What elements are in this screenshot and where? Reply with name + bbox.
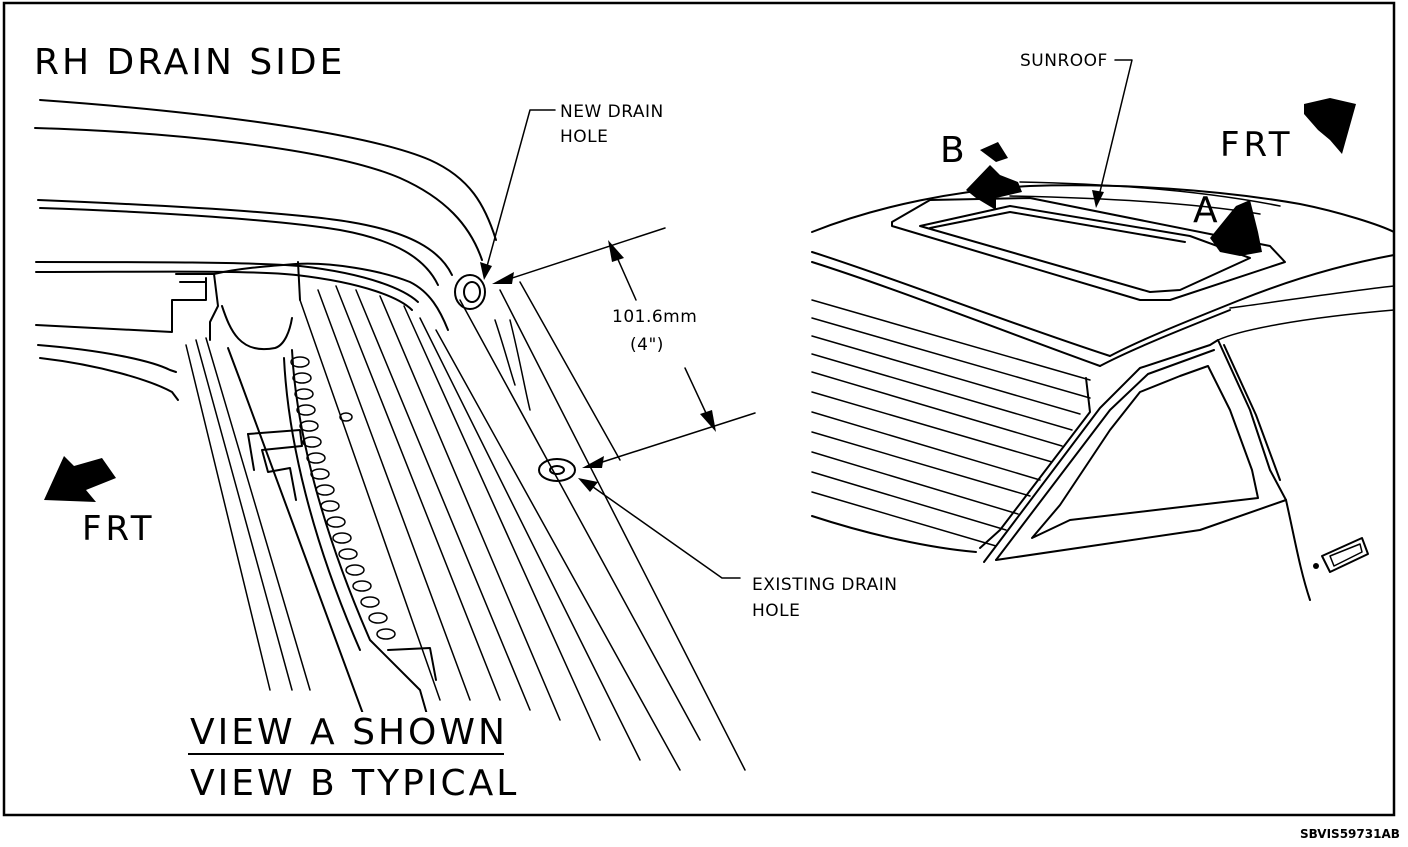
new-drain-hole-label-line1: NEW DRAIN [560,102,664,122]
front-label-left: FRT [82,509,155,549]
diagram-border [2,1,1396,817]
front-arrow-left [44,456,116,502]
sunroof-opening [891,197,1286,301]
view-a-label: A [1193,190,1221,231]
view-note-line2: VIEW B TYPICAL [190,763,519,804]
view-b-arrow [966,165,1022,210]
existing-drain-hole [538,458,576,482]
diagram-title: RH DRAIN SIDE [34,42,345,83]
small-hole [339,412,353,422]
existing-drain-hole-label-line2: HOLE [752,601,800,621]
rh-drain-detail-view [34,99,756,771]
view-b-label: B [940,130,968,171]
front-arrow-right [1304,98,1356,154]
view-note-line1: VIEW A SHOWN [190,712,508,753]
view-b-arrow-head [980,142,1008,162]
existing-drain-hole-label-line1: EXISTING DRAIN [752,575,897,595]
rear-window [811,299,1091,553]
car-roof-view [811,59,1395,601]
dimension-imperial-label: (4") [630,335,664,355]
figure-code: SBVIS59731AB [1300,827,1400,841]
front-label-right: FRT [1220,125,1293,165]
view-note: VIEW A SHOWN VIEW B TYPICAL [185,712,519,804]
dimension-metric-label: 101.6mm [612,307,697,327]
view-a-arrow [1210,200,1262,256]
sunroof-label: SUNROOF [1020,51,1108,71]
new-drain-hole-label-line2: HOLE [560,127,608,147]
door-handle [1313,537,1369,573]
new-drain-hole [454,274,486,310]
ribbed-seal [283,349,441,761]
